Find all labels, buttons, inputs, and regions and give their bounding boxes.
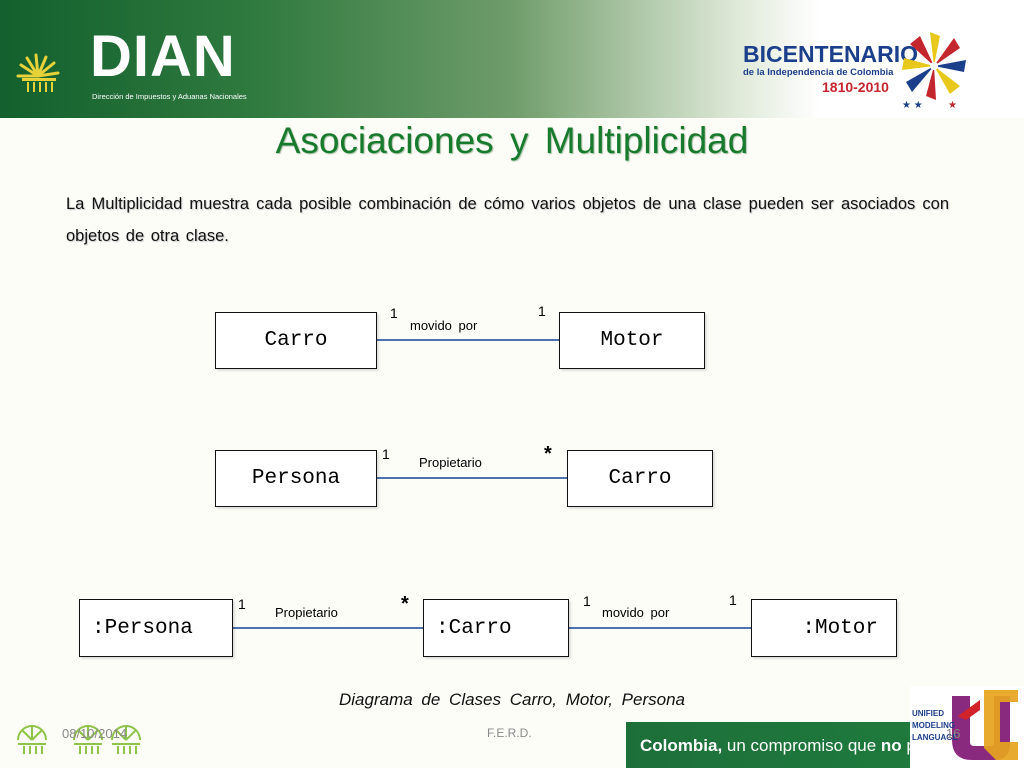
slogan-no: no — [880, 736, 902, 755]
header-banner — [0, 0, 1024, 118]
class-box-carro-2: Carro — [567, 450, 713, 507]
association-label-movido-por: movido por — [410, 318, 478, 333]
slogan-bold: Colombia, — [640, 736, 723, 755]
class-box-persona: Persona — [215, 450, 377, 507]
uml-logo-line1: UNIFIED — [912, 709, 944, 718]
footer-author: F.E.R.D. — [487, 726, 532, 740]
page-number: 16 — [946, 726, 961, 741]
colombia-slogan-bar — [626, 722, 926, 768]
class-box-carro: Carro — [215, 312, 377, 369]
dian-subtitle: Dirección de Impuestos y Aduanas Naciona… — [92, 92, 247, 101]
bicentenario-title: BICENTENARIO — [743, 41, 919, 67]
uml-logo-icon: UNIFIED MODELING LANGUAGE — [910, 686, 1024, 768]
colombia-slogan: Colombia, un compromiso que no p — [640, 736, 916, 756]
multiplicity-carro-many: * — [544, 443, 552, 465]
uml-logo-line2: MODELING — [912, 721, 955, 730]
association-label-movido-por-instance: movido por — [602, 605, 670, 620]
bicentenario-years: 1810-2010 — [822, 79, 889, 95]
multiplicity-carro-side: 1 — [390, 305, 398, 321]
diagram-caption: Diagrama de Clases Carro, Motor, Persona — [339, 690, 685, 709]
object-box-persona: :Persona — [79, 599, 233, 657]
footer-sun-emblems-icon — [17, 725, 141, 754]
multiplicity-persona-side: 1 — [382, 446, 390, 462]
object-box-motor: :Motor — [751, 599, 897, 657]
dian-logo-text: DIAN — [90, 24, 236, 89]
svg-text:★: ★ — [948, 100, 957, 110]
slogan-rest: un compromiso que — [722, 736, 881, 755]
bicentenario-pinwheel-icon: ★ ★ ★ — [902, 32, 966, 110]
footer-date: 08/10/2014 — [62, 726, 128, 741]
multiplicity-persona-instance-side: 1 — [238, 596, 246, 612]
multiplicity-carro-instance-many: * — [401, 593, 409, 615]
dian-sun-emblem-icon — [16, 22, 78, 94]
association-label-propietario: Propietario — [419, 455, 482, 470]
intro-paragraph: La Multiplicidad muestra cada posible co… — [66, 195, 949, 245]
bicentenario-subtitle: de la Independencia de Colombia — [743, 67, 894, 78]
svg-text:★ ★: ★ ★ — [902, 100, 923, 110]
multiplicity-carro-instance-side: 1 — [583, 593, 591, 609]
multiplicity-motor-instance-side: 1 — [729, 592, 737, 608]
multiplicity-motor-side: 1 — [538, 303, 546, 319]
uml-logo-line3: LANGUAGE — [912, 733, 958, 742]
class-box-motor: Motor — [559, 312, 705, 369]
object-box-carro: :Carro — [423, 599, 569, 657]
association-label-propietario-instance: Propietario — [275, 605, 338, 620]
slide-title: Asociaciones y Multiplicidad — [275, 120, 749, 161]
